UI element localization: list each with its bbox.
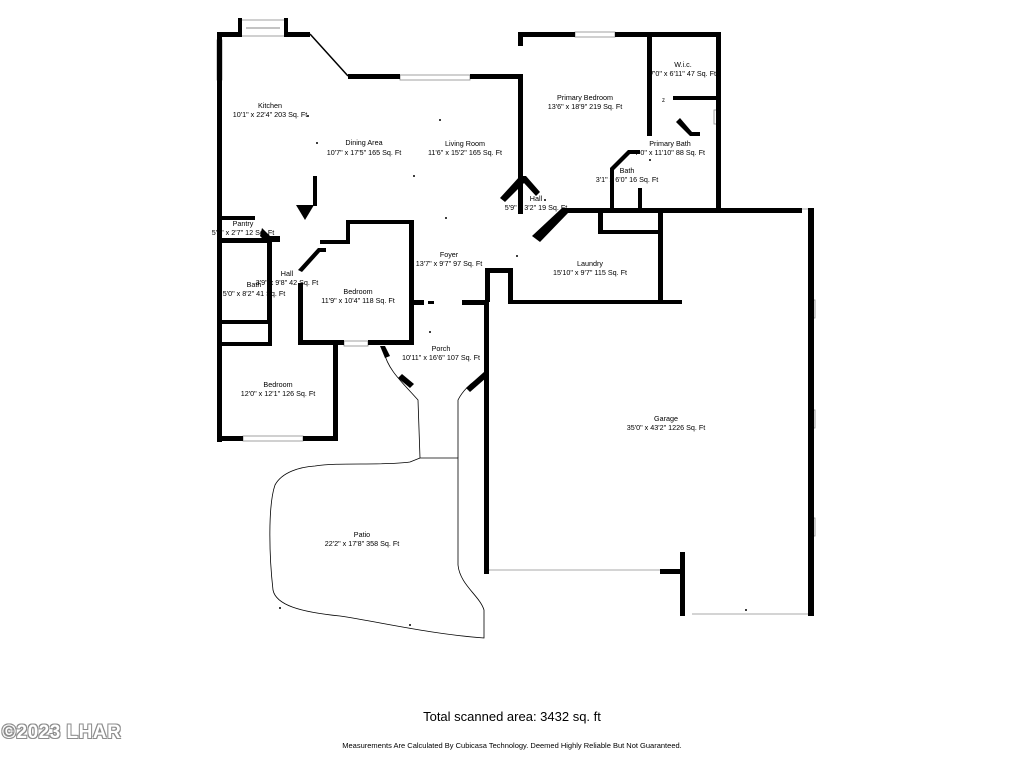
svg-text:3'9" x 9'8" 42 Sq. Ft: 3'9" x 9'8" 42 Sq. Ft — [256, 278, 319, 287]
window-living-north — [399, 74, 471, 81]
room-hall-east: Hall 5'9" x 3'2" 19 Sq. Ft — [505, 194, 568, 212]
floor-plan: z Kitchen 10'1" x 22'4" 203 Sq. Ft Dinin… — [212, 18, 816, 639]
svg-text:5'0" x 8'2" 41 Sq. Ft: 5'0" x 8'2" 41 Sq. Ft — [223, 289, 286, 298]
patio-outline — [269, 457, 485, 639]
room-bedroom-southwest: Bedroom 12'0" x 12'1" 126 Sq. Ft — [241, 380, 316, 398]
room-pantry: Pantry 5'8" x 2'7" 12 Sq. Ft — [212, 219, 275, 237]
svg-text:11'9" x 10'4" 118 Sq. Ft: 11'9" x 10'4" 118 Sq. Ft — [321, 296, 395, 305]
room-dining-area: Dining Area 10'7" x 17'5" 165 Sq. Ft — [327, 138, 402, 157]
svg-text:7'0" x 6'11" 47 Sq. Ft: 7'0" x 6'11" 47 Sq. Ft — [650, 69, 716, 78]
room-foyer: Foyer 13'7" x 9'7" 97 Sq. Ft — [416, 250, 483, 268]
svg-text:10'7" x 17'5" 165 Sq. Ft: 10'7" x 17'5" 165 Sq. Ft — [327, 148, 402, 157]
svg-text:Bath: Bath — [247, 280, 262, 289]
svg-text:7'0" x 11'10" 88 Sq. Ft: 7'0" x 11'10" 88 Sq. Ft — [635, 148, 705, 157]
svg-text:13'6" x 18'9" 219 Sq. Ft: 13'6" x 18'9" 219 Sq. Ft — [548, 102, 623, 111]
svg-text:3'1" x 6'0" 16 Sq. Ft: 3'1" x 6'0" 16 Sq. Ft — [596, 175, 659, 184]
svg-text:13'7" x 9'7" 97 Sq. Ft: 13'7" x 9'7" 97 Sq. Ft — [416, 259, 483, 268]
copyright-watermark: ©2023 LHAR — [2, 722, 122, 743]
svg-text:12'0" x 12'1" 126 Sq. Ft: 12'0" x 12'1" 126 Sq. Ft — [241, 389, 316, 398]
svg-text:15'10" x 9'7" 115 Sq. Ft: 15'10" x 9'7" 115 Sq. Ft — [553, 268, 627, 277]
room-bath-west: Bath 5'0" x 8'2" 41 Sq. Ft — [223, 280, 286, 298]
svg-text:Porch: Porch — [432, 344, 451, 353]
room-laundry: Laundry 15'10" x 9'7" 115 Sq. Ft — [553, 259, 627, 277]
room-hall-west: Hall 3'9" x 9'8" 42 Sq. Ft — [256, 269, 319, 287]
total-area-label: Total scanned area: 3432 sq. ft — [423, 709, 601, 724]
svg-text:10'11" x 16'6" 107 Sq. Ft: 10'11" x 16'6" 107 Sq. Ft — [402, 353, 480, 362]
wall-garage-west — [484, 300, 489, 574]
svg-text:Bedroom: Bedroom — [263, 380, 292, 389]
porch-outline — [383, 351, 481, 459]
room-bath-small: Bath 3'1" x 6'0" 16 Sq. Ft — [596, 166, 659, 184]
svg-text:35'0" x 43'2" 1226 Sq. Ft: 35'0" x 43'2" 1226 Sq. Ft — [627, 423, 706, 432]
disclaimer-text: Measurements Are Calculated By Cubicasa … — [342, 741, 682, 750]
room-porch: Porch 10'11" x 16'6" 107 Sq. Ft — [402, 344, 480, 362]
svg-text:Kitchen: Kitchen — [258, 101, 282, 110]
svg-text:Living Room: Living Room — [445, 139, 485, 148]
svg-text:Dining Area: Dining Area — [345, 138, 382, 147]
room-primary-bath: Primary Bath 7'0" x 11'10" 88 Sq. Ft — [635, 139, 705, 157]
svg-text:W.i.c.: W.i.c. — [674, 60, 692, 69]
room-labels: Kitchen 10'1" x 22'4" 203 Sq. Ft Dining … — [212, 60, 716, 548]
svg-text:5'9" x 3'2" 19 Sq. Ft: 5'9" x 3'2" 19 Sq. Ft — [505, 203, 568, 212]
svg-text:Hall: Hall — [281, 269, 294, 278]
svg-text:Bath: Bath — [620, 166, 635, 175]
wall-garage-east — [808, 208, 814, 616]
room-living-room: Living Room 11'6" x 15'2" 165 Sq. Ft — [428, 139, 502, 157]
wall-living-east — [518, 74, 523, 214]
room-garage: Garage 35'0" x 43'2" 1226 Sq. Ft — [627, 414, 706, 432]
svg-text:22'2" x 17'8" 358 Sq. Ft: 22'2" x 17'8" 358 Sq. Ft — [325, 539, 400, 548]
markers: z — [279, 98, 747, 626]
svg-text:Patio: Patio — [354, 530, 370, 539]
room-patio: Patio 22'2" x 17'8" 358 Sq. Ft — [325, 530, 400, 548]
svg-text:Garage: Garage — [654, 414, 678, 423]
svg-text:5'8" x 2'7" 12 Sq. Ft: 5'8" x 2'7" 12 Sq. Ft — [212, 228, 275, 237]
window-primary-north — [574, 31, 616, 38]
svg-text:10'1" x 22'4" 203 Sq. Ft: 10'1" x 22'4" 203 Sq. Ft — [233, 110, 308, 119]
room-primary-bedroom: Primary Bedroom 13'6" x 18'9" 219 Sq. Ft — [548, 93, 623, 111]
room-kitchen: Kitchen 10'1" x 22'4" 203 Sq. Ft — [233, 101, 308, 119]
room-wic: W.i.c. 7'0" x 6'11" 47 Sq. Ft — [650, 60, 716, 78]
svg-text:Hall: Hall — [530, 194, 543, 203]
wall-west — [217, 32, 222, 442]
svg-text:z: z — [662, 98, 665, 104]
svg-text:Foyer: Foyer — [440, 250, 459, 259]
svg-text:Pantry: Pantry — [233, 219, 254, 228]
svg-text:Laundry: Laundry — [577, 259, 603, 268]
svg-text:11'6" x 15'2" 165 Sq. Ft: 11'6" x 15'2" 165 Sq. Ft — [428, 148, 502, 157]
room-bedroom-center: Bedroom 11'9" x 10'4" 118 Sq. Ft — [321, 287, 395, 305]
walls — [217, 18, 814, 616]
svg-text:Primary Bedroom: Primary Bedroom — [557, 93, 613, 102]
wall-east-bedroom — [716, 32, 721, 212]
svg-text:Bedroom: Bedroom — [343, 287, 372, 296]
svg-text:Primary Bath: Primary Bath — [649, 139, 691, 148]
window-bedroom-south — [242, 435, 304, 442]
window-bedroom-center — [343, 340, 369, 347]
